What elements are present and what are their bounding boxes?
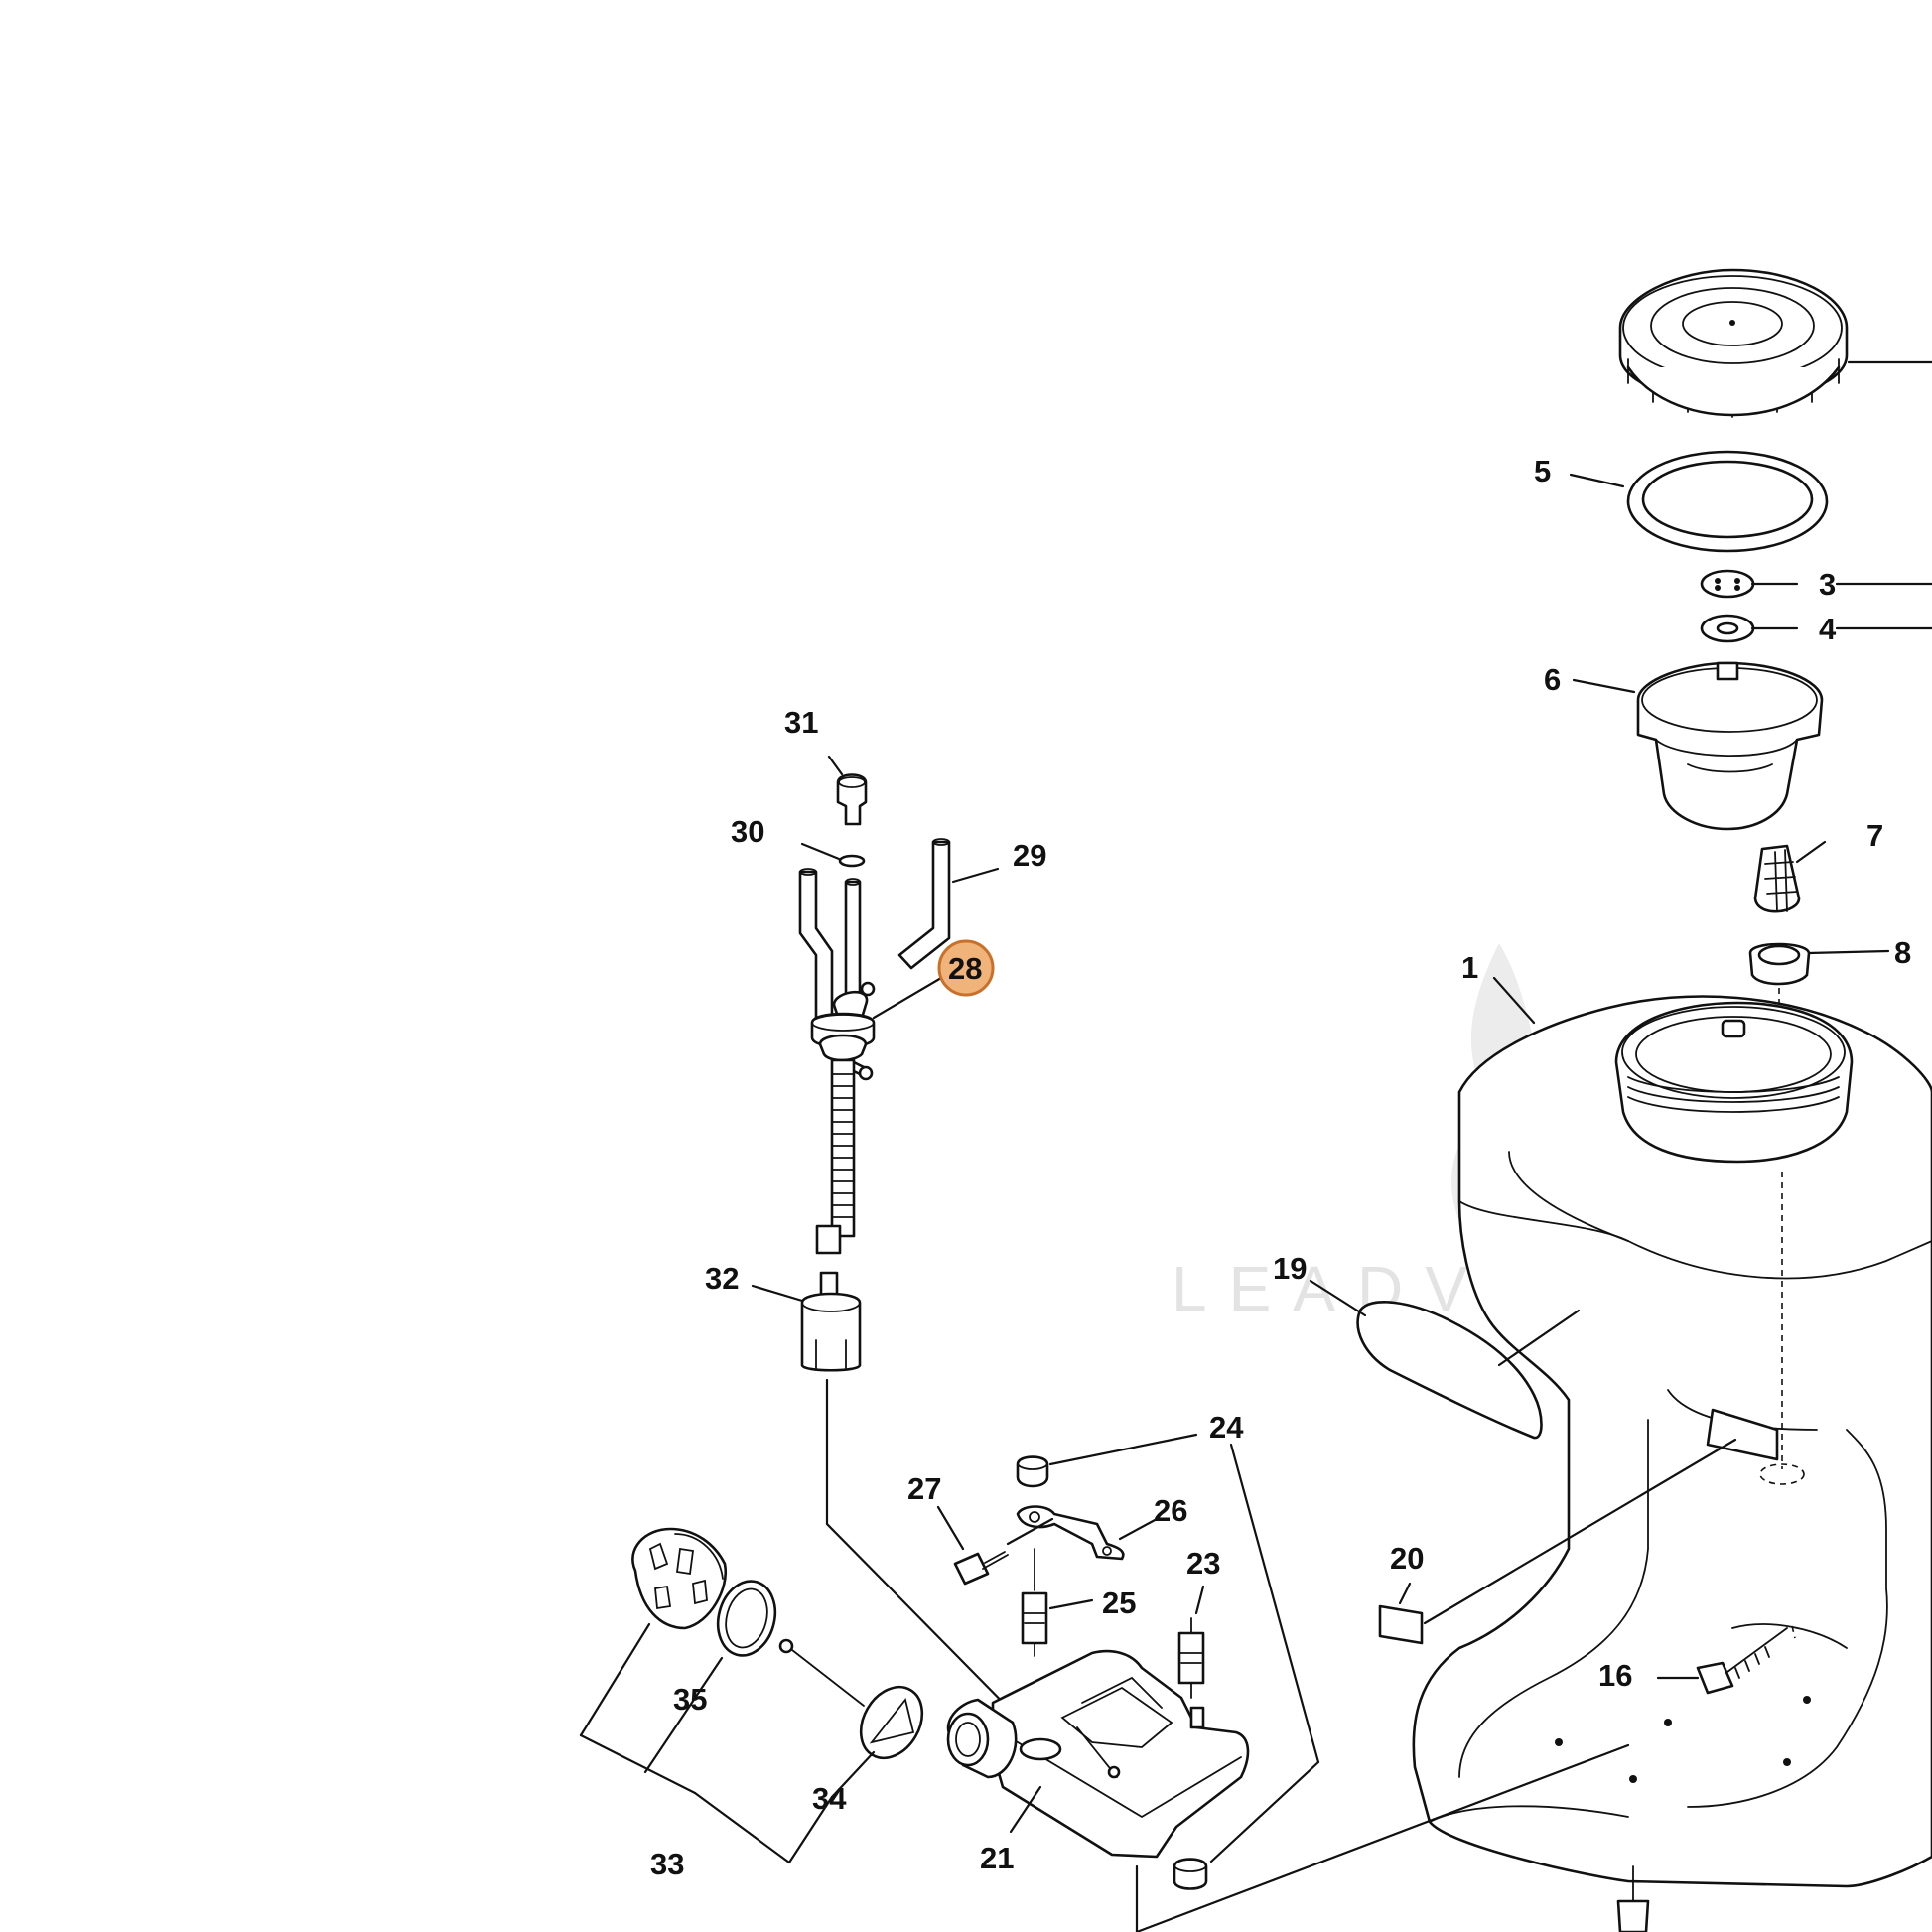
part-35-gasket[interactable] xyxy=(710,1575,783,1662)
part-19-panel[interactable] xyxy=(1356,1301,1543,1440)
part-32-filter[interactable] xyxy=(800,1271,862,1372)
part-33-cap[interactable] xyxy=(631,1527,728,1630)
callout-31[interactable]: 31 xyxy=(784,705,818,740)
callout-16[interactable]: 16 xyxy=(1598,1658,1632,1693)
part-25-isolator[interactable] xyxy=(1021,1548,1048,1657)
callout-25[interactable]: 25 xyxy=(1102,1586,1136,1620)
part-5-gasket[interactable] xyxy=(1626,450,1829,553)
part-24-bottom-nut[interactable] xyxy=(1173,1858,1208,1890)
callout-33[interactable]: 33 xyxy=(650,1847,684,1881)
callout-7[interactable]: 7 xyxy=(1866,818,1883,853)
callout-5[interactable]: 5 xyxy=(1534,454,1551,488)
callout-21[interactable]: 21 xyxy=(980,1841,1014,1875)
callout-26[interactable]: 26 xyxy=(1154,1493,1187,1528)
part-28-pickup-assembly[interactable] xyxy=(798,868,876,1255)
part-23-isolator[interactable] xyxy=(1177,1617,1205,1699)
part-29-hose[interactable] xyxy=(897,838,951,970)
callout-4[interactable]: 4 xyxy=(1819,612,1837,646)
part-cap[interactable] xyxy=(1618,268,1849,418)
leader-lines xyxy=(579,473,1932,1864)
part-26-bracket[interactable] xyxy=(1016,1505,1125,1561)
part-4-washer[interactable] xyxy=(1700,614,1755,643)
part-30-o-ring[interactable] xyxy=(838,854,866,868)
callout-24[interactable]: 24 xyxy=(1209,1410,1244,1445)
part-27-bolt[interactable] xyxy=(953,1551,1009,1586)
callout-23[interactable]: 23 xyxy=(1186,1546,1220,1581)
part-1-tank[interactable] xyxy=(1412,995,1932,1888)
part-3-disc[interactable] xyxy=(1700,569,1755,599)
callout-34[interactable]: 34 xyxy=(812,1781,847,1816)
part-6-strainer[interactable] xyxy=(1636,661,1824,831)
part-7-filter[interactable] xyxy=(1753,844,1801,913)
callout-27[interactable]: 27 xyxy=(907,1471,941,1506)
callout-20[interactable]: 20 xyxy=(1390,1541,1424,1576)
part-31-fitting[interactable] xyxy=(836,773,868,826)
highlight-circle-28 xyxy=(937,939,995,997)
callout-3[interactable]: 3 xyxy=(1819,567,1836,602)
part-8-nut[interactable] xyxy=(1748,942,1811,986)
callout-32[interactable]: 32 xyxy=(705,1261,739,1296)
callout-1[interactable]: 1 xyxy=(1461,950,1478,985)
part-34-strainer[interactable] xyxy=(778,1638,934,1769)
callout-29[interactable]: 29 xyxy=(1013,838,1046,873)
callout-8[interactable]: 8 xyxy=(1894,935,1911,970)
callout-30[interactable]: 30 xyxy=(731,814,764,849)
part-16-bolt[interactable] xyxy=(1696,1627,1788,1695)
part-24-nut[interactable] xyxy=(1016,1455,1049,1488)
callout-28[interactable]: 28 xyxy=(948,951,982,986)
part-20-label[interactable] xyxy=(1378,1604,1424,1645)
part-bottom-bolt[interactable] xyxy=(1616,1865,1650,1932)
callout-19[interactable]: 19 xyxy=(1273,1251,1307,1286)
callout-6[interactable]: 6 xyxy=(1544,662,1561,697)
part-1-tank-neck xyxy=(1614,1001,1854,1485)
part-21-base[interactable] xyxy=(946,1649,1250,1859)
callouts: 5 3 4 6 7 8 1 19 20 16 31 30 29 28 32 24… xyxy=(650,454,1911,1881)
callout-35[interactable]: 35 xyxy=(673,1682,707,1717)
